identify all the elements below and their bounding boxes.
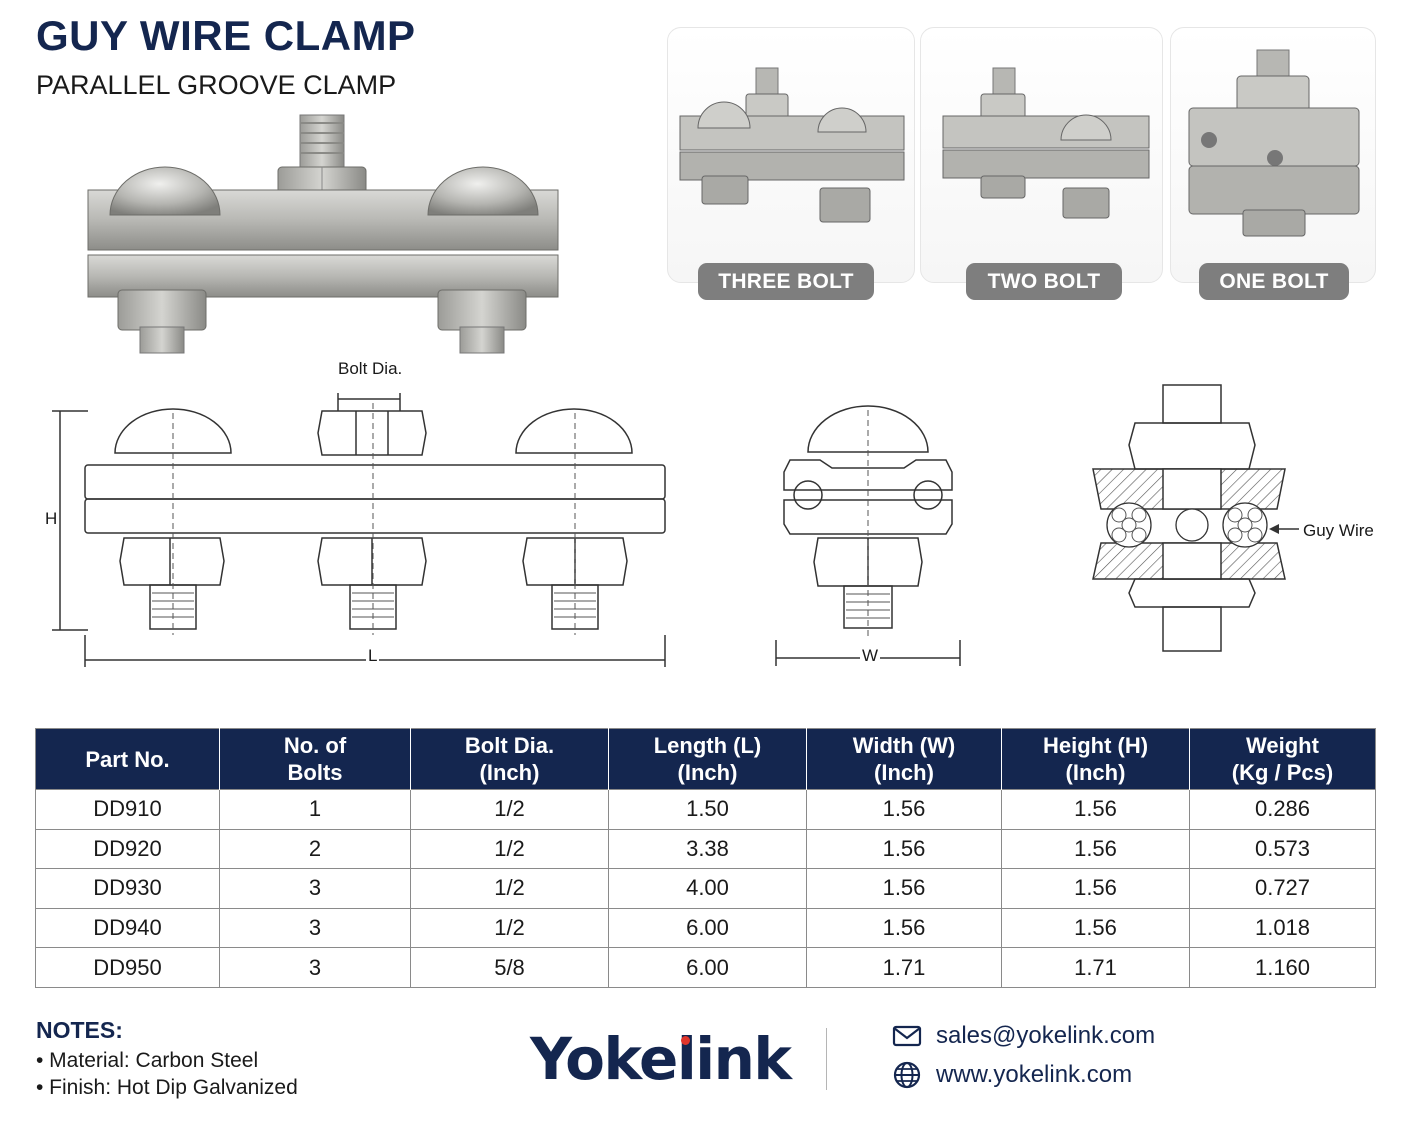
table-row: DD950 3 5/8 6.00 1.71 1.71 1.160 (35, 947, 1376, 988)
footer-divider (826, 1028, 827, 1090)
one-bolt-clamp-image (1188, 49, 1360, 237)
header-weight: Weight(Kg / Pcs) (1189, 728, 1376, 790)
hero-clamp-image (87, 114, 559, 354)
cell-length: 3.38 (608, 828, 807, 870)
table-row: DD930 3 1/2 4.00 1.56 1.56 0.727 (35, 868, 1376, 909)
cell-length: 6.00 (608, 947, 807, 988)
cell-height: 1.56 (1001, 907, 1190, 949)
cell-height: 1.56 (1001, 828, 1190, 870)
header-bolt-dia: Bolt Dia.(Inch) (410, 728, 609, 790)
header-length: Length (L)(Inch) (608, 728, 807, 790)
width-label: W (860, 646, 881, 666)
cell-bolts: 3 (219, 907, 411, 949)
variant-card-one-bolt (1170, 27, 1376, 283)
two-bolt-clamp-image (942, 67, 1150, 219)
cell-bolt-dia: 1/2 (410, 828, 609, 870)
cell-length: 6.00 (608, 907, 807, 949)
variant-label-one-bolt: ONE BOLT (1199, 263, 1349, 300)
cell-weight: 1.160 (1189, 947, 1376, 988)
height-label: H (43, 509, 60, 529)
cross-section-drawing (1092, 384, 1299, 652)
table-row: DD940 3 1/2 6.00 1.56 1.56 1.018 (35, 907, 1376, 949)
note-finish: • Finish: Hot Dip Galvanized (36, 1076, 298, 1099)
header-width: Width (W)(Inch) (806, 728, 1002, 790)
three-bolt-clamp-image (679, 67, 905, 223)
table-row: DD910 1 1/2 1.50 1.56 1.56 0.286 (35, 789, 1376, 830)
cell-length: 1.50 (608, 789, 807, 830)
variant-label-three-bolt: THREE BOLT (698, 263, 874, 300)
globe-icon (893, 1061, 921, 1089)
cell-width: 1.71 (806, 947, 1002, 988)
logo-accent-dot (681, 1036, 690, 1045)
email-text[interactable]: sales@yokelink.com (936, 1022, 1156, 1049)
cell-part-no: DD930 (35, 868, 220, 909)
cell-height: 1.56 (1001, 789, 1190, 830)
cell-width: 1.56 (806, 789, 1002, 830)
cell-bolt-dia: 5/8 (410, 947, 609, 988)
front-view-drawing (52, 393, 666, 667)
notes-title: NOTES: (36, 1017, 123, 1043)
variant-label-two-bolt: TWO BOLT (966, 263, 1122, 300)
contact-website[interactable]: www.yokelink.com (892, 1060, 1132, 1090)
cell-bolt-dia: 1/2 (410, 789, 609, 830)
header-part-no: Part No. (35, 728, 220, 790)
cell-part-no: DD920 (35, 828, 220, 870)
side-view-drawing (775, 405, 961, 666)
table-row: DD920 2 1/2 3.38 1.56 1.56 0.573 (35, 828, 1376, 870)
variant-card-three-bolt (667, 27, 915, 283)
note-material: • Material: Carbon Steel (36, 1049, 259, 1072)
brand-logo: Yokelink (530, 1025, 792, 1093)
cell-weight: 1.018 (1189, 907, 1376, 949)
bolt-dia-label: Bolt Dia. (336, 359, 405, 379)
cell-part-no: DD950 (35, 947, 220, 988)
cell-bolts: 3 (219, 947, 411, 988)
cell-part-no: DD910 (35, 789, 220, 830)
cell-bolts: 2 (219, 828, 411, 870)
website-text[interactable]: www.yokelink.com (936, 1061, 1133, 1088)
cell-height: 1.71 (1001, 947, 1190, 988)
cell-height: 1.56 (1001, 868, 1190, 909)
envelope-icon (892, 1025, 922, 1047)
cell-weight: 0.286 (1189, 789, 1376, 830)
header-height: Height (H)(Inch) (1001, 728, 1190, 790)
cell-weight: 0.727 (1189, 868, 1376, 909)
length-label: L (366, 646, 380, 666)
variant-card-two-bolt (920, 27, 1163, 283)
page-subtitle: PARALLEL GROOVE CLAMP (36, 70, 397, 100)
cell-part-no: DD940 (35, 907, 220, 949)
cell-width: 1.56 (806, 868, 1002, 909)
contact-email[interactable]: sales@yokelink.com (892, 1022, 1155, 1050)
cell-bolt-dia: 1/2 (410, 907, 609, 949)
guy-wire-label: Guy Wire (1301, 521, 1376, 541)
cell-length: 4.00 (608, 868, 807, 909)
cell-weight: 0.573 (1189, 828, 1376, 870)
cell-bolt-dia: 1/2 (410, 868, 609, 909)
cell-bolts: 1 (219, 789, 411, 830)
cell-width: 1.56 (806, 828, 1002, 870)
cell-bolts: 3 (219, 868, 411, 909)
cell-width: 1.56 (806, 907, 1002, 949)
page-title: GUY WIRE CLAMP (36, 12, 416, 59)
